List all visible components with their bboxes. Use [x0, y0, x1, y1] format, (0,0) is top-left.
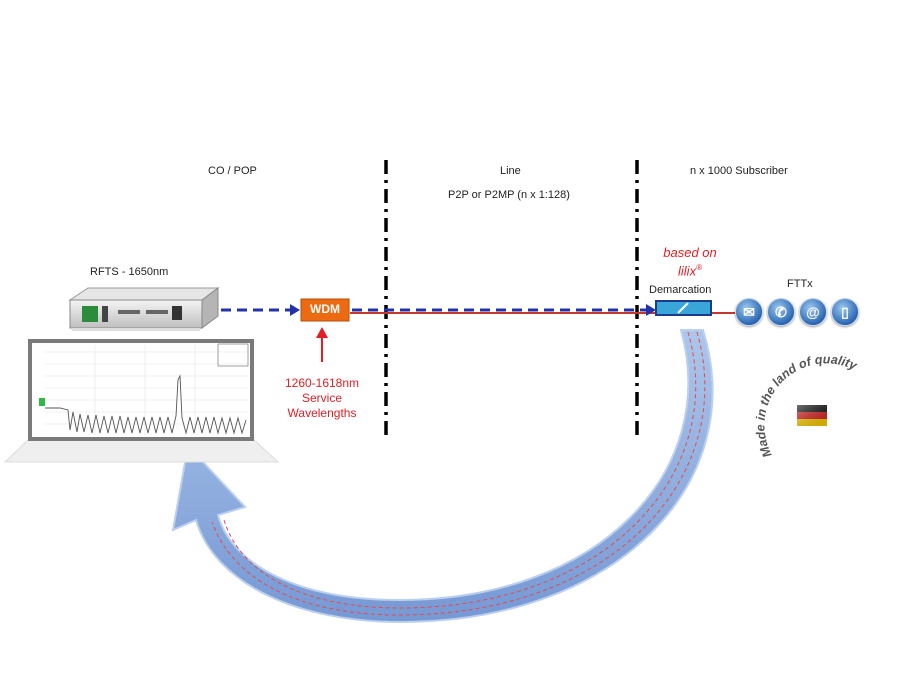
service-wavelengths-label: 1260-1618nm Service Wavelengths: [278, 376, 366, 421]
rfts-arrowhead-2: [646, 304, 656, 316]
section-co-pop: CO / POP: [208, 165, 257, 177]
phone-icon: ✆: [767, 298, 795, 326]
wdm-label: WDM: [310, 302, 340, 316]
section-subscriber: n x 1000 Subscriber: [690, 165, 788, 177]
otdr-trace-screen: [3, 339, 280, 463]
mobile-icon: ▯: [831, 298, 859, 326]
fttx-label: FTTx: [787, 278, 813, 290]
rfts-arrowhead-1: [290, 304, 300, 316]
service-arrow-head: [316, 327, 328, 338]
service-wavelengths-service: Service: [301, 391, 342, 405]
lilix-text: lilix®: [678, 263, 702, 279]
rfts-rack-device: [68, 287, 220, 331]
based-on-text: based on: [663, 245, 717, 260]
return-arrow-red-dash-1: [223, 331, 697, 609]
demarcation-label: Demarcation: [649, 284, 712, 296]
at-icon: @: [799, 298, 827, 326]
mail-icon: ✉: [735, 298, 763, 326]
demarcation-slash: [677, 302, 689, 314]
service-wavelengths-word: Wavelengths: [287, 406, 357, 420]
return-arrow: [171, 329, 714, 624]
registered-mark: ®: [696, 263, 702, 272]
wdm-box: [300, 298, 350, 322]
return-arrow-red-dash-2: [211, 331, 706, 616]
based-on-label: based on lilix®: [655, 245, 725, 278]
rfts-label: RFTS - 1650nm: [90, 266, 169, 278]
section-line: Line: [500, 165, 521, 177]
service-wavelengths-range: 1260-1618nm: [284, 376, 360, 390]
section-line-sub: P2P or P2MP (n x 1:128): [448, 189, 570, 201]
